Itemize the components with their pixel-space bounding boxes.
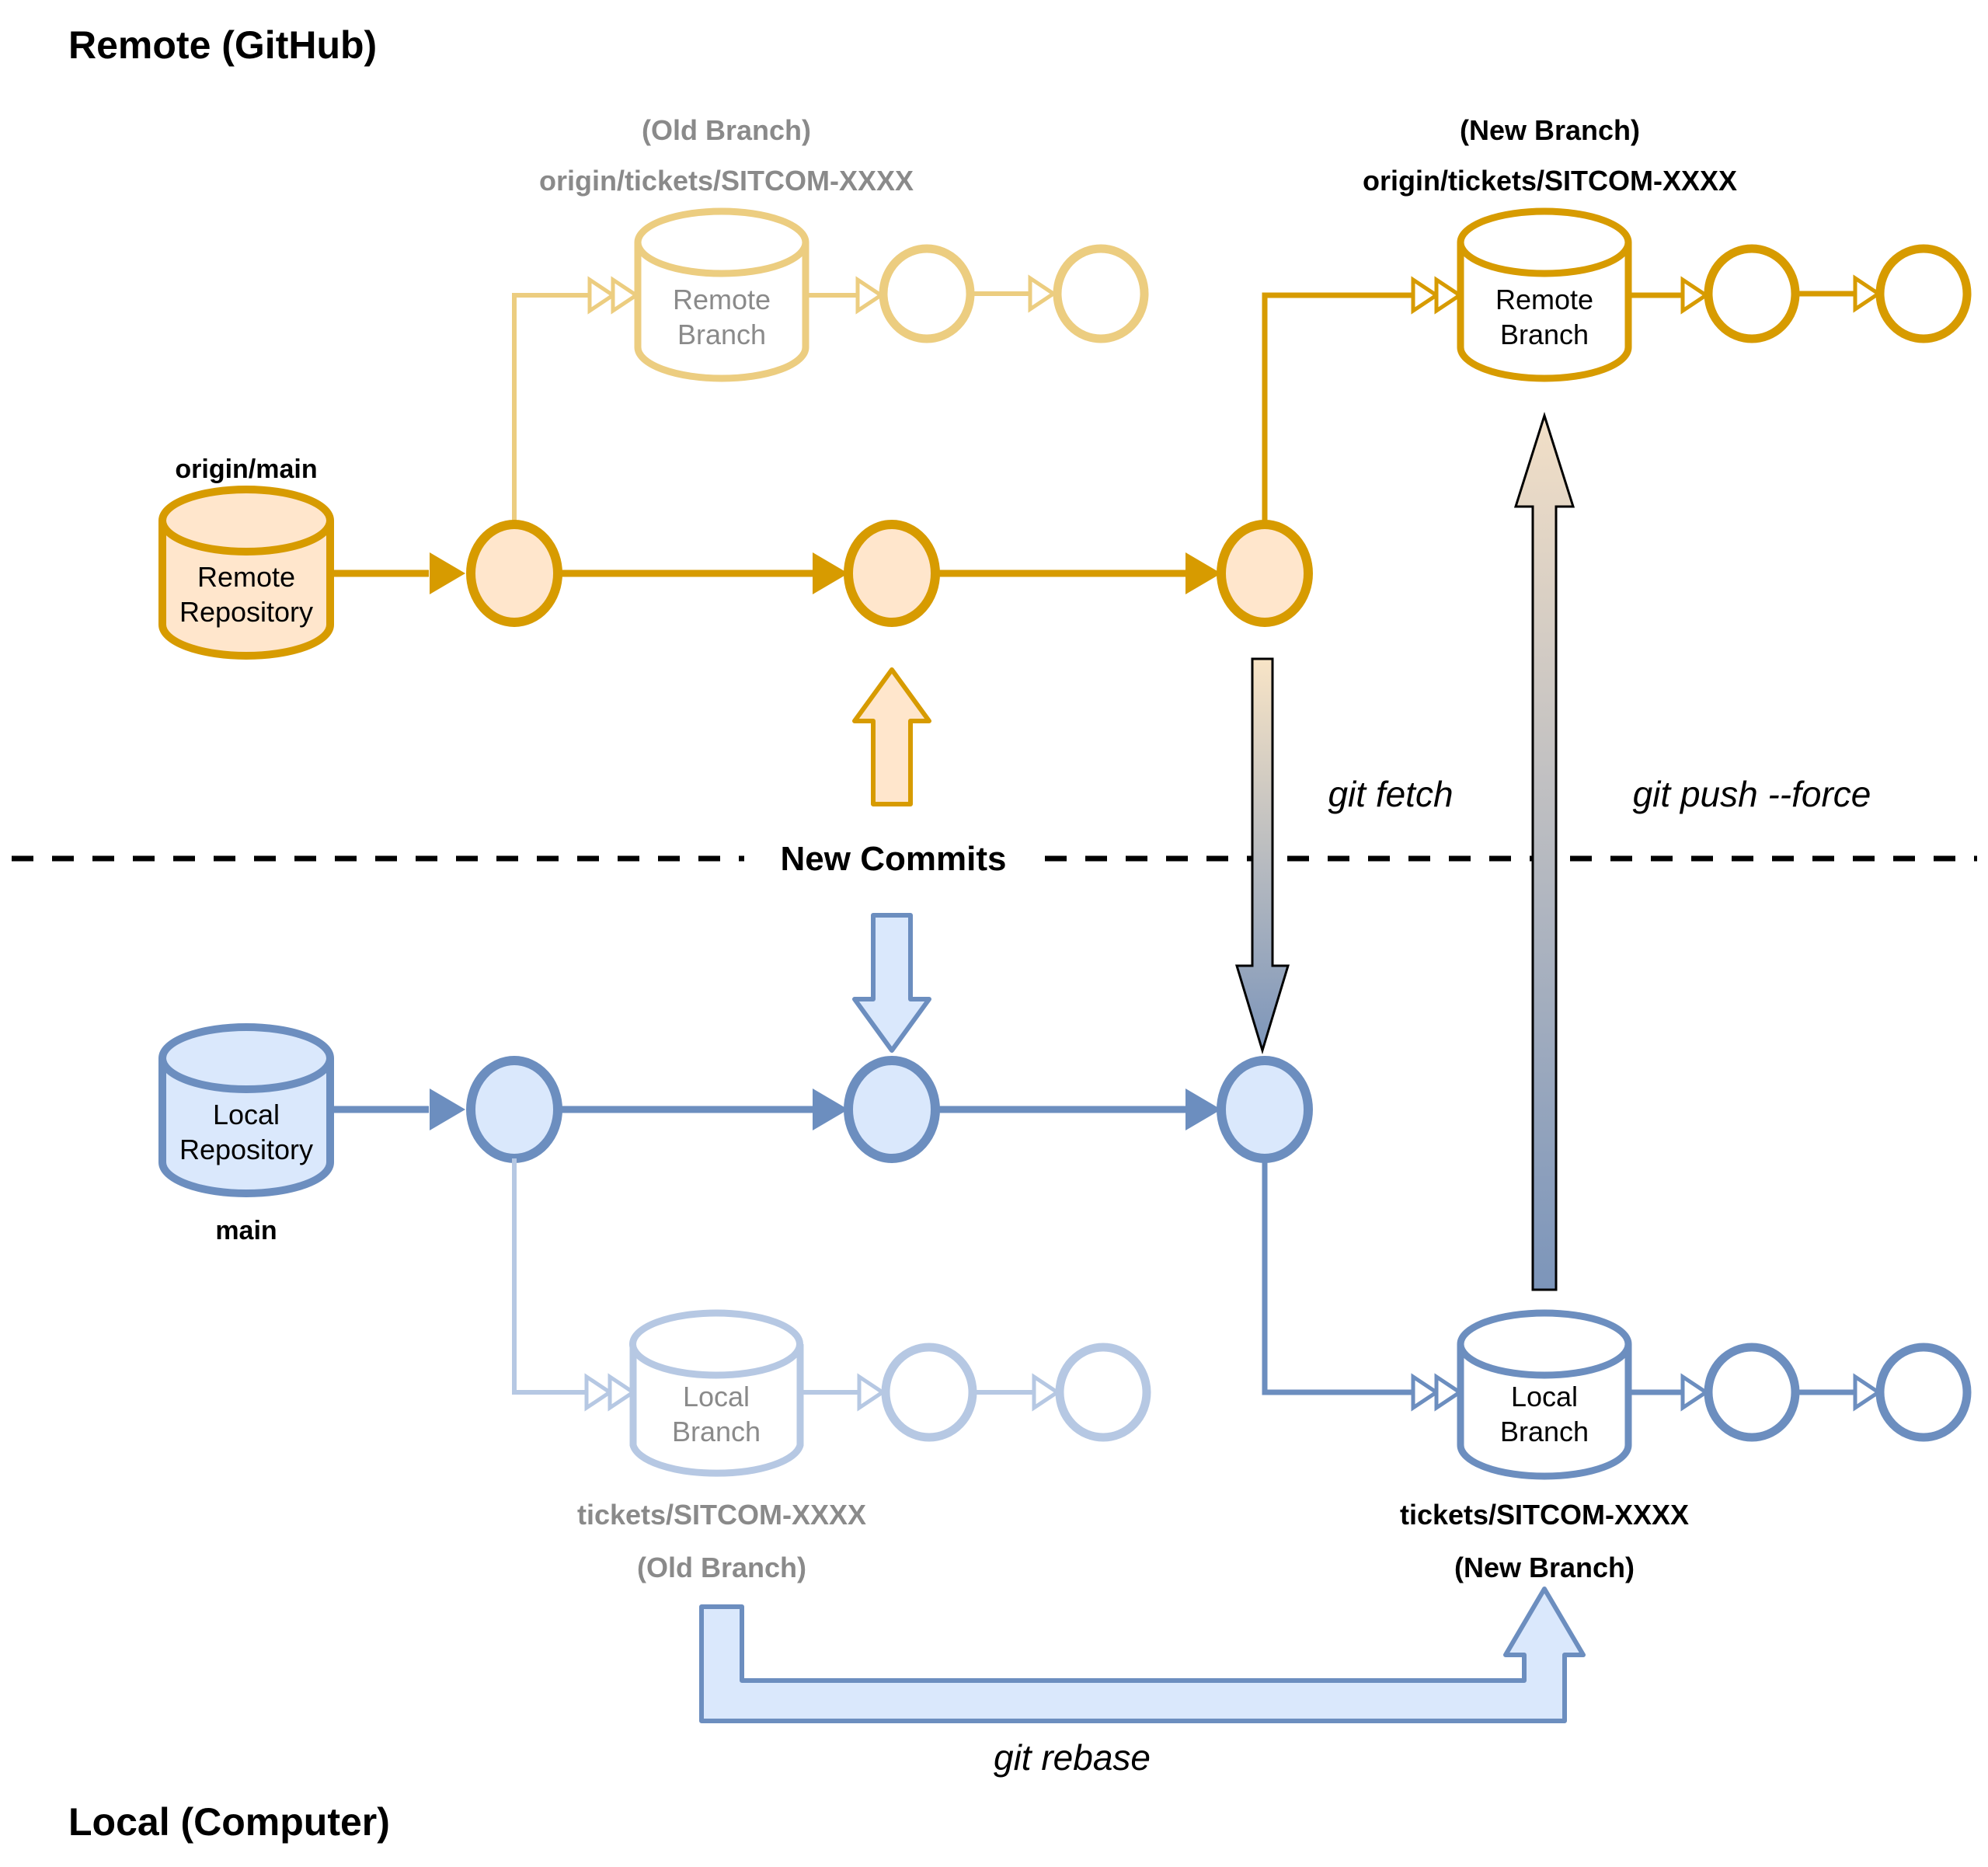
local-old-commit-1: [881, 1343, 977, 1442]
local-new-commit-1: [1704, 1343, 1800, 1442]
local-main-commit-3: [1217, 1056, 1313, 1163]
remote-repository-line2: Repository: [179, 596, 313, 628]
local-new-branch: Local Branch tickets/SITCOM-XXXX (New Br…: [1262, 1158, 1972, 1583]
chevron-icon: [1853, 1373, 1882, 1412]
remote-new-branch-cylinder-line2: Branch: [1500, 319, 1589, 350]
remote-local-separator: New Commits: [12, 840, 1977, 878]
chevron-icon: [584, 1373, 614, 1412]
arrowhead-icon: [813, 1089, 848, 1130]
remote-new-branch-cylinder: Remote Branch: [1457, 207, 1632, 382]
local-repository-line2: Repository: [179, 1134, 313, 1165]
chevron-icon: [855, 276, 885, 315]
git-rebase-arrow-icon: [699, 1587, 1586, 1723]
local-old-branch-cylinder-line1: Local: [683, 1381, 750, 1412]
local-old-branch: Local Branch tickets/SITCOM-XXXX (Old Br…: [512, 1158, 1151, 1583]
local-old-branch-connector: [512, 1158, 587, 1395]
remote-repository-line1: Remote: [197, 561, 295, 593]
chevron-icon: [1680, 276, 1710, 315]
remote-old-commit-2: [1053, 244, 1149, 343]
new-commits-down-arrow-icon: [852, 913, 931, 1053]
new-commits-up-arrow-icon: [852, 667, 931, 806]
remote-new-branch-connector: [1262, 292, 1414, 525]
chevron-icon: [1411, 276, 1440, 315]
local-main-commit-1: [466, 1056, 562, 1163]
git-fetch-label: git fetch: [1328, 774, 1453, 814]
chevron-icon: [1434, 1373, 1464, 1412]
chevron-icon: [857, 1373, 886, 1412]
chevron-icon: [1680, 1373, 1710, 1412]
remote-old-commit-1: [879, 244, 975, 343]
local-old-branch-cylinder-line2: Branch: [672, 1416, 761, 1447]
arrowhead-icon: [430, 1089, 465, 1130]
chevron-icon: [1028, 274, 1057, 313]
remote-main-commit-3: [1217, 520, 1313, 627]
local-section-title: Local (Computer): [68, 1800, 390, 1844]
local-new-branch-cylinder-line1: Local: [1511, 1381, 1578, 1412]
local-old-branch-name: tickets/SITCOM-XXXX: [577, 1499, 866, 1531]
main-label: main: [215, 1216, 277, 1245]
new-commits-label: New Commits: [781, 840, 1007, 878]
remote-old-branch-connector: [512, 293, 590, 525]
git-rebase-label: git rebase: [994, 1737, 1151, 1778]
chevron-icon: [1434, 276, 1464, 315]
remote-section-title: Remote (GitHub): [68, 23, 377, 67]
remote-main-row: origin/main Remote Repository: [158, 455, 1313, 660]
local-main-commit-2: [844, 1056, 940, 1163]
remote-old-branch-cylinder-line2: Branch: [677, 319, 766, 350]
chevron-icon: [608, 1373, 637, 1412]
remote-main-commit-1: [466, 520, 562, 627]
chevron-icon: [1032, 1373, 1061, 1412]
remote-new-branch-tag: (New Branch): [1460, 114, 1640, 146]
chevron-icon: [587, 276, 617, 315]
chevron-icon: [1411, 1373, 1440, 1412]
local-new-commit-2: [1875, 1343, 1972, 1442]
remote-old-branch-tag: (Old Branch): [642, 114, 811, 146]
origin-main-label: origin/main: [175, 455, 317, 484]
remote-new-commit-2: [1875, 244, 1972, 343]
chevron-icon: [611, 276, 640, 315]
remote-old-branch-cylinder: Remote Branch: [634, 207, 809, 382]
git-push-force-label: git push --force: [1633, 774, 1871, 814]
local-new-branch-tag: (New Branch): [1454, 1552, 1635, 1583]
arrowhead-icon: [1185, 1089, 1221, 1130]
remote-old-branch: (Old Branch) origin/tickets/SITCOM-XXXX …: [512, 114, 1149, 525]
local-main-row: Local Repository main: [158, 1023, 1313, 1245]
remote-new-branch-name: origin/tickets/SITCOM-XXXX: [1363, 165, 1737, 197]
remote-old-branch-name: origin/tickets/SITCOM-XXXX: [539, 165, 914, 197]
local-repository-line1: Local: [213, 1099, 280, 1130]
local-new-branch-cylinder-line2: Branch: [1500, 1416, 1589, 1447]
remote-new-branch-cylinder-line1: Remote: [1495, 284, 1593, 315]
arrowhead-icon: [813, 552, 848, 594]
arrowhead-icon: [430, 552, 465, 594]
chevron-icon: [1853, 274, 1882, 313]
remote-repository-cylinder: Remote Repository: [158, 486, 334, 660]
remote-new-branch: (New Branch) origin/tickets/SITCOM-XXXX …: [1262, 114, 1972, 525]
git-fetch-arrow-icon: [1234, 657, 1290, 1055]
local-new-branch-name: tickets/SITCOM-XXXX: [1400, 1499, 1689, 1531]
local-new-branch-cylinder: Local Branch: [1457, 1309, 1632, 1480]
local-new-branch-connector: [1262, 1158, 1414, 1395]
arrowhead-icon: [1185, 552, 1221, 594]
remote-main-commit-2: [844, 520, 940, 627]
local-repository-cylinder: Local Repository: [158, 1023, 334, 1197]
remote-old-branch-cylinder-line1: Remote: [673, 284, 771, 315]
local-old-branch-cylinder: Local Branch: [629, 1309, 804, 1477]
local-old-commit-2: [1055, 1343, 1151, 1442]
remote-new-commit-1: [1704, 244, 1800, 343]
local-old-branch-tag: (Old Branch): [637, 1552, 806, 1583]
git-push-force-arrow-icon: [1513, 412, 1575, 1291]
